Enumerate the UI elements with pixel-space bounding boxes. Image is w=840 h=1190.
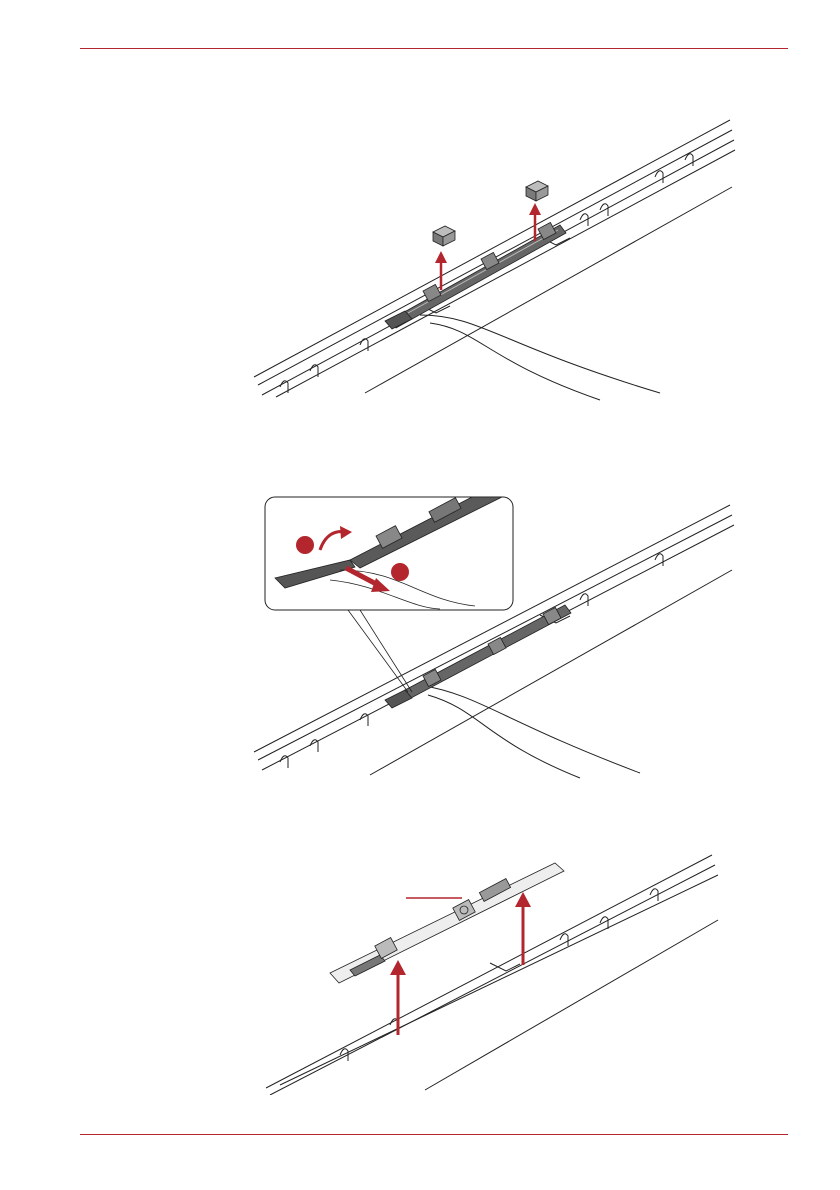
header-rule [80, 48, 788, 49]
footer-rule [80, 1134, 788, 1135]
camera-module [385, 605, 571, 708]
figure-disconnect-cable [240, 490, 740, 780]
camera-module [330, 863, 564, 983]
detail-inset [265, 497, 513, 610]
bezel-edge-line [254, 120, 730, 377]
lift-arrow-icon [390, 960, 406, 1035]
tape-piece-icon [526, 181, 548, 201]
step-1-circle-icon [296, 536, 314, 554]
figure-lift-module [240, 845, 740, 1095]
figure-1-illustration [240, 115, 740, 405]
callout-leader-icon [348, 610, 408, 692]
lift-arrow-icon [515, 892, 531, 965]
lift-arrow-icon [529, 203, 541, 241]
figure-2-illustration [240, 490, 740, 780]
camera-module [385, 222, 566, 329]
ribbon-cable [420, 315, 660, 393]
figure-3-illustration [240, 845, 740, 1095]
ribbon-cable [420, 685, 640, 773]
tape-piece-icon [433, 226, 455, 246]
step-2-circle-icon [391, 563, 409, 581]
figure-remove-tape [240, 115, 740, 405]
